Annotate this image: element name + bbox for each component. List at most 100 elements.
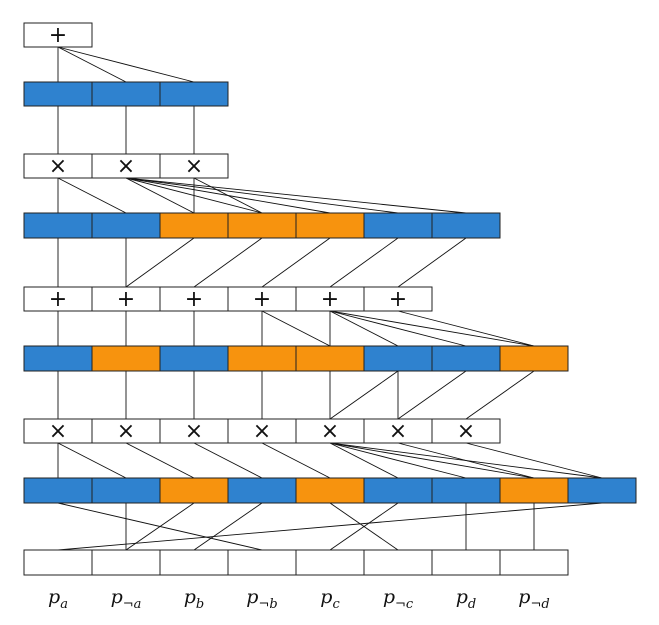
- operator-cell: [295, 418, 365, 444]
- operator-cell: [91, 418, 161, 444]
- edges-layer: [57, 46, 603, 551]
- edge-line: [397, 237, 467, 288]
- cell-orange: [295, 212, 365, 239]
- operator-cell: [363, 286, 433, 312]
- cell-blue: [91, 212, 161, 239]
- edge-line: [397, 370, 467, 420]
- leaf-label: pd: [456, 586, 477, 612]
- leaf-cell: [363, 549, 433, 576]
- edge-line: [397, 442, 535, 479]
- cell-blue: [431, 477, 501, 504]
- plus-operator: +: [321, 287, 339, 312]
- cell-orange: [295, 345, 365, 372]
- times-operator: ×: [321, 419, 339, 444]
- edge-line: [329, 502, 399, 551]
- times-operator: ×: [457, 419, 475, 444]
- edge-line: [193, 177, 263, 214]
- cell-blue: [431, 212, 501, 239]
- cell-blue: [431, 345, 501, 372]
- edge-line: [125, 237, 195, 288]
- plus-operator: +: [389, 287, 407, 312]
- operator-cell: [159, 153, 229, 179]
- leaf-cell: [91, 549, 161, 576]
- times-operator: ×: [117, 154, 135, 179]
- edge-line: [329, 237, 399, 288]
- edge-line: [125, 442, 195, 479]
- operator-cell: [23, 418, 93, 444]
- cell-blue: [363, 477, 433, 504]
- cell-blue: [23, 81, 93, 107]
- operator-cell: [23, 286, 93, 312]
- operator-cell: [431, 418, 501, 444]
- times-operator: ×: [389, 419, 407, 444]
- cell-blue: [23, 477, 93, 504]
- plus-operator: +: [117, 287, 135, 312]
- edge-line: [329, 370, 399, 420]
- plus-operator: +: [49, 287, 67, 312]
- edge-line: [329, 442, 399, 479]
- edge-line: [193, 502, 263, 551]
- leaf-cell: [159, 549, 229, 576]
- cell-orange: [227, 212, 297, 239]
- cell-blue: [159, 81, 229, 107]
- operator-cell: [91, 286, 161, 312]
- cell-orange: [159, 477, 229, 504]
- plus-operator: +: [253, 287, 271, 312]
- edge-line: [329, 310, 399, 347]
- cell-blue: [363, 345, 433, 372]
- times-operator: ×: [185, 419, 203, 444]
- leaf-cell: [227, 549, 297, 576]
- cell-blue: [227, 477, 297, 504]
- edge-line: [465, 370, 535, 420]
- edge-line: [261, 310, 331, 347]
- times-operator: ×: [49, 154, 67, 179]
- leaf-cell: [295, 549, 365, 576]
- leaf-label: p¬c: [383, 586, 414, 612]
- cell-orange: [91, 345, 161, 372]
- times-operator: ×: [117, 419, 135, 444]
- cell-orange: [295, 477, 365, 504]
- leaf-label: pa: [48, 586, 68, 612]
- edge-line: [193, 237, 263, 288]
- operator-cell: [295, 286, 365, 312]
- edge-line: [125, 177, 195, 214]
- plus-operator: +: [49, 23, 67, 48]
- edge-line: [125, 502, 195, 551]
- operator-cell: [91, 153, 161, 179]
- edge-line: [329, 442, 535, 479]
- cell-blue: [91, 81, 161, 107]
- edge-line: [125, 177, 399, 214]
- leaf-cell: [431, 549, 501, 576]
- times-operator: ×: [185, 154, 203, 179]
- edge-line: [329, 310, 467, 347]
- leaf-label: p¬b: [246, 586, 277, 612]
- plus-operator: +: [185, 287, 203, 312]
- leaf-label: pb: [184, 586, 205, 612]
- leaf-cell: [23, 549, 93, 576]
- times-operator: ×: [253, 419, 271, 444]
- cell-blue: [363, 212, 433, 239]
- cell-orange: [499, 345, 569, 372]
- operator-cell: [227, 418, 297, 444]
- cell-blue: [91, 477, 161, 504]
- edge-line: [261, 237, 331, 288]
- cell-blue: [23, 345, 93, 372]
- edge-line: [125, 177, 467, 214]
- operator-cell: [23, 22, 93, 48]
- edge-line: [57, 46, 195, 83]
- cell-blue: [159, 345, 229, 372]
- edge-line: [57, 442, 127, 479]
- operator-cell: [159, 418, 229, 444]
- edge-line: [193, 442, 263, 479]
- edge-line: [261, 442, 331, 479]
- cell-orange: [499, 477, 569, 504]
- leaf-label: p¬d: [518, 586, 549, 612]
- cell-blue: [23, 212, 93, 239]
- cell-orange: [159, 212, 229, 239]
- edge-line: [465, 442, 603, 479]
- edge-line: [397, 310, 535, 347]
- edge-line: [329, 310, 535, 347]
- leaf-label: pc: [320, 586, 340, 612]
